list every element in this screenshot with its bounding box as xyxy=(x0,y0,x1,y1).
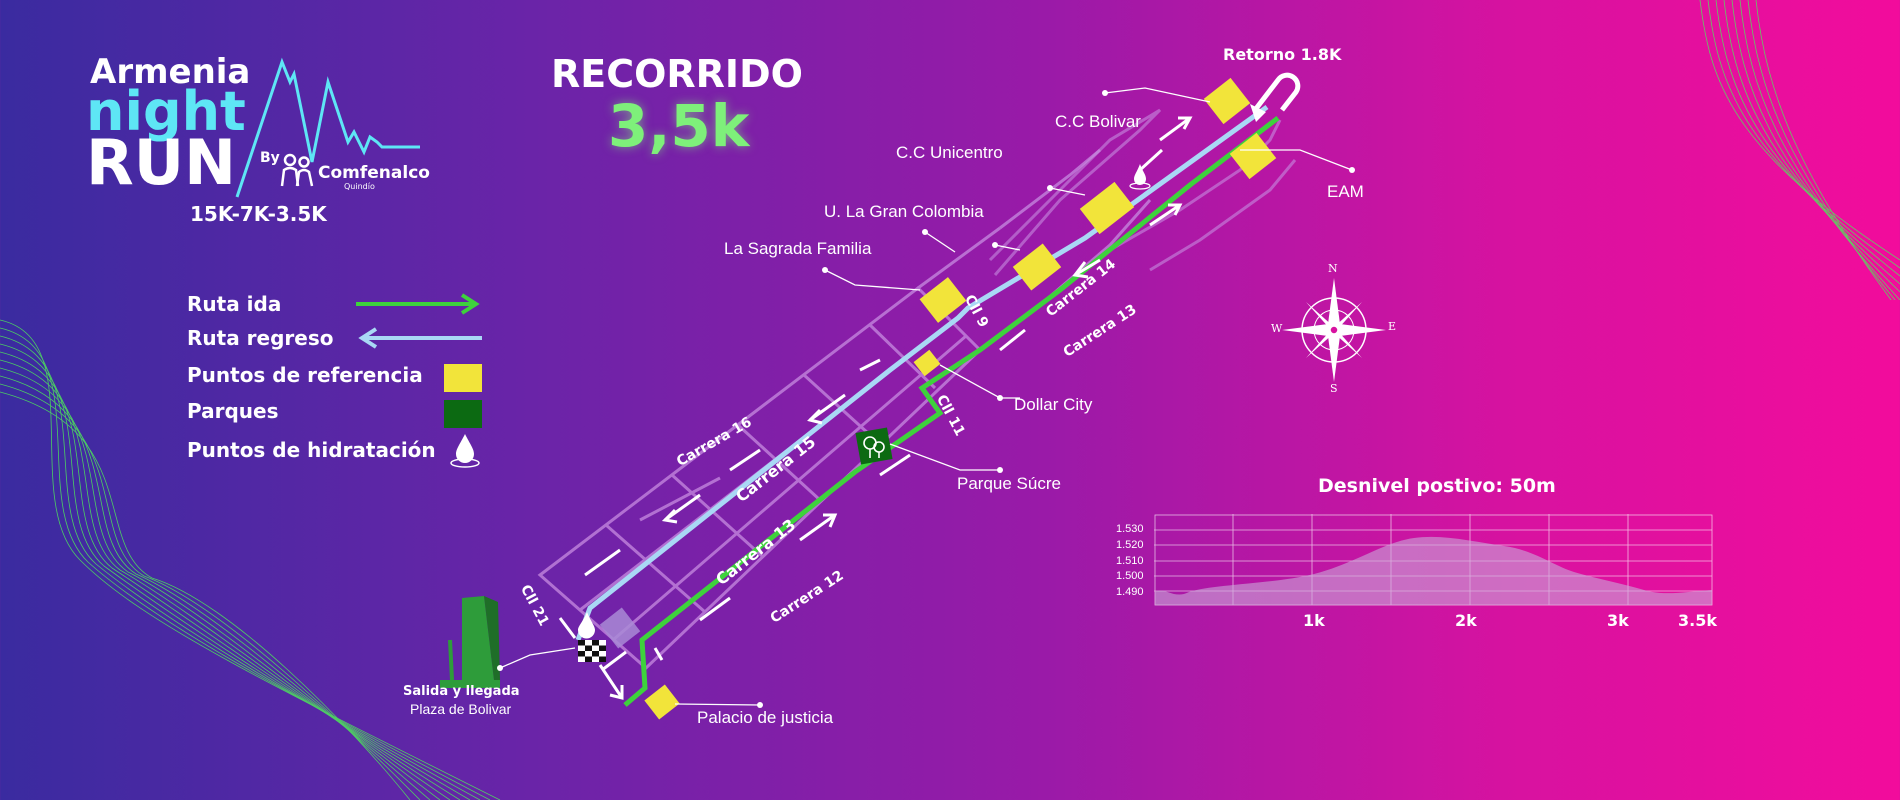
elev-ytick: 1.490 xyxy=(1116,586,1144,598)
logo-sponsor-sub: Quindío xyxy=(344,182,375,191)
park-square-icon xyxy=(444,400,482,428)
label-retorno: Retorno 1.8K xyxy=(1223,45,1342,64)
blue-arrow-icon xyxy=(358,327,482,349)
hydration-icons xyxy=(578,164,1151,639)
label-cc-unicentro: C.C Unicentro xyxy=(896,143,1003,162)
label-salida-llegada: Salida y llegada xyxy=(403,684,520,699)
logo-sponsor-name: Comfenalco xyxy=(318,163,430,183)
leader-lines xyxy=(499,87,1353,706)
logo-armenia-text: Armenia xyxy=(90,52,251,92)
compass-n: N xyxy=(1328,262,1338,275)
elev-ytick: 1.510 xyxy=(1116,555,1144,567)
label-gran-colombia: U. La Gran Colombia xyxy=(824,202,984,221)
logo-night-text: night xyxy=(86,80,246,143)
legend-label-referencia: Puntos de referencia xyxy=(187,363,423,387)
elev-ytick: 1.530 xyxy=(1116,523,1144,535)
elev-ytick: 1.500 xyxy=(1116,570,1144,582)
label-palacio-justicia: Palacio de justicia xyxy=(697,708,834,727)
label-sagrada-familia: La Sagrada Familia xyxy=(724,239,872,258)
title-distance: 3,5k xyxy=(608,92,750,160)
legend-label-ruta-regreso: Ruta regreso xyxy=(187,326,334,350)
route-return-line xyxy=(575,104,1269,641)
compass-w: W xyxy=(1271,322,1283,335)
legend-label-parques: Parques xyxy=(187,399,279,423)
reference-square-icon xyxy=(444,364,482,392)
elevation-area xyxy=(1155,536,1712,605)
route-out-line xyxy=(623,116,1280,707)
compass-e: E xyxy=(1388,320,1397,333)
logo-heartbeat-icon xyxy=(235,57,420,198)
wave-decoration-left xyxy=(0,319,501,800)
retorno-loop-icon xyxy=(1253,72,1301,112)
green-arrow-icon xyxy=(356,293,480,315)
logo-by-text: By xyxy=(260,150,280,166)
label-dollar-city: Dollar City xyxy=(1014,395,1093,414)
logo-distances: 15K-7K-3.5K xyxy=(190,202,327,226)
elev-xtick: 2k xyxy=(1455,611,1477,630)
compass-rose-icon xyxy=(1282,278,1386,382)
legend-label-hidratacion: Puntos de hidratación xyxy=(187,438,436,462)
label-parque-sucre: Parque Súcre xyxy=(957,474,1061,493)
logo-run-text: RUN xyxy=(86,126,236,199)
elev-xtick: 3.5k xyxy=(1678,611,1717,630)
elev-xtick: 1k xyxy=(1303,611,1325,630)
reference-points xyxy=(644,77,1277,720)
elevation-title: Desnivel postivo: 50m xyxy=(1318,475,1556,497)
building-icon xyxy=(440,596,500,688)
water-drop-icon xyxy=(450,434,480,468)
label-cc-bolivar: C.C Bolivar xyxy=(1055,112,1141,131)
checkered-flag-icon xyxy=(578,640,606,662)
title-heading: RECORRIDO xyxy=(551,52,803,96)
label-eam: EAM xyxy=(1327,182,1364,201)
elevation-plot xyxy=(1154,514,1713,606)
comfenalco-logo-icon xyxy=(280,153,314,187)
elev-ytick: 1.520 xyxy=(1116,539,1144,551)
direction-arrows xyxy=(558,116,1193,700)
wave-decoration-right xyxy=(1699,0,1900,300)
elev-xtick: 3k xyxy=(1607,611,1629,630)
compass-s: S xyxy=(1330,382,1338,395)
label-plaza-bolivar: Plaza de Bolivar xyxy=(410,701,512,717)
legend-label-ruta-ida: Ruta ida xyxy=(187,292,282,316)
